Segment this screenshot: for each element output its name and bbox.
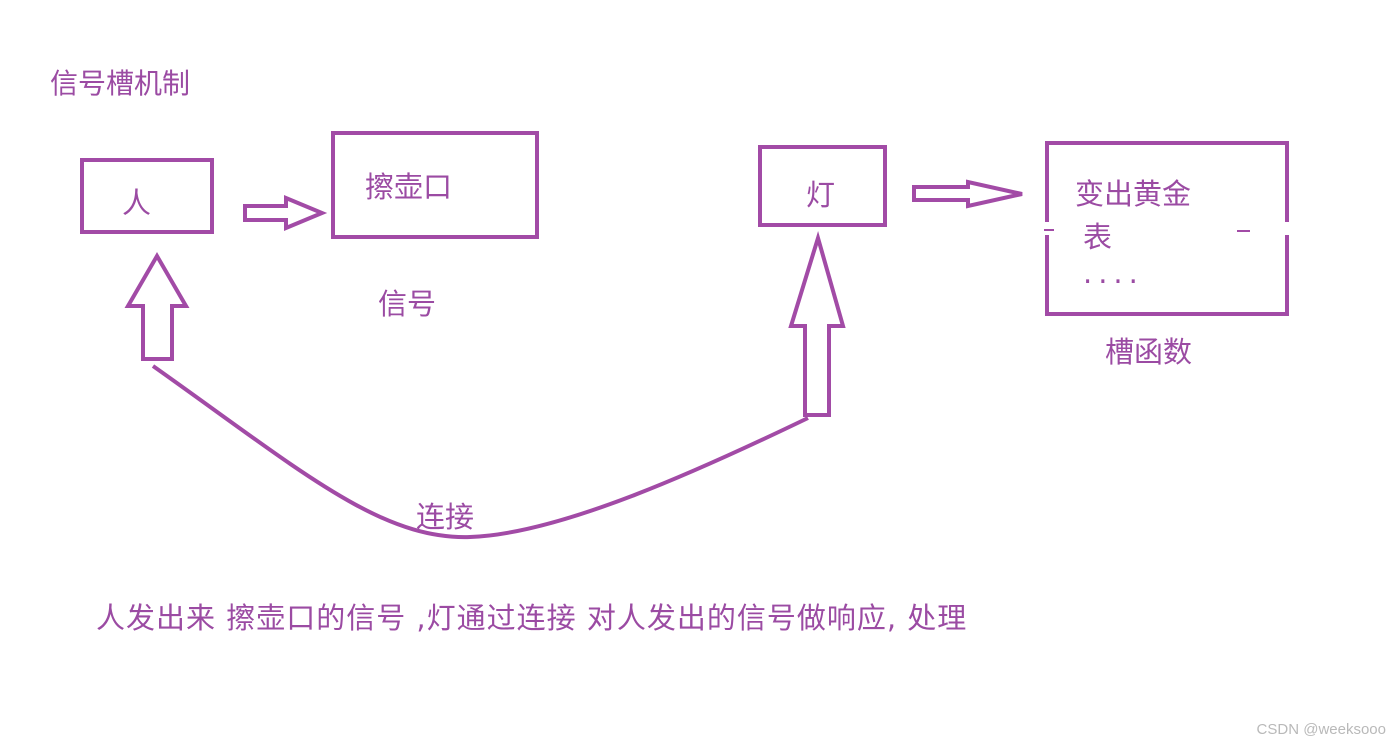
person-box xyxy=(80,158,214,234)
arrow-up-person xyxy=(124,252,190,361)
arrow-up-lamp xyxy=(788,230,846,417)
lamp-label: 灯 xyxy=(806,178,836,212)
arrow-lamp-to-slot xyxy=(912,179,1023,209)
connection-curve xyxy=(151,364,809,540)
description-text: 人发出来 擦壶口的信号 ,灯通过连接 对人发出的信号做响应, 处理 xyxy=(96,601,968,635)
diagram-title: 信号槽机制 xyxy=(50,67,191,100)
slot-function-caption: 槽函数 xyxy=(1105,335,1193,369)
person-label: 人 xyxy=(122,186,152,220)
wipe-pot-box xyxy=(331,131,539,239)
slot-line-gold: 变出黄金 xyxy=(1075,177,1192,211)
connect-caption: 连接 xyxy=(416,500,475,534)
lamp-box xyxy=(758,145,887,227)
slot-line-watch: 表 xyxy=(1083,220,1113,254)
slot-function-box xyxy=(1045,141,1289,316)
arrow-person-to-signal xyxy=(243,195,328,231)
watermark: CSDN @weeksooo xyxy=(1256,721,1386,738)
signal-caption: 信号 xyxy=(378,287,437,321)
slot-line-ellipsis: .... xyxy=(1083,256,1144,290)
wipe-pot-label: 擦壶口 xyxy=(365,170,453,204)
